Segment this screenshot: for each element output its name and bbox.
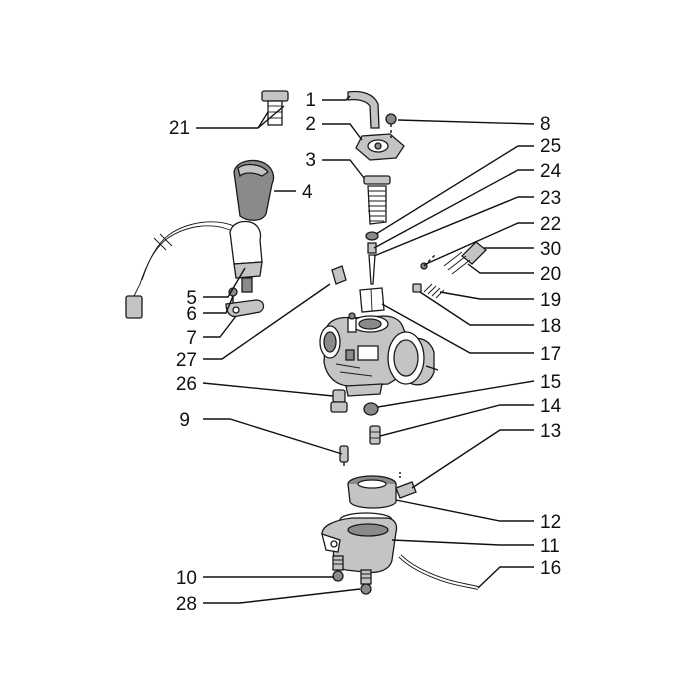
part-7-clamp bbox=[225, 299, 265, 318]
callout-6: 6 bbox=[186, 304, 197, 325]
part-13-pin bbox=[395, 481, 417, 499]
callout-20: 20 bbox=[540, 264, 561, 285]
callout-30: 30 bbox=[540, 239, 561, 260]
callout-17: 17 bbox=[540, 344, 561, 365]
callout-25: 25 bbox=[540, 136, 561, 157]
callout-22: 22 bbox=[540, 214, 561, 235]
callout-18: 18 bbox=[540, 316, 561, 337]
callout-27: 27 bbox=[176, 350, 197, 371]
part-28-screw bbox=[360, 569, 372, 595]
part-8-screw bbox=[385, 113, 397, 138]
part-9-jet bbox=[339, 445, 349, 466]
callout-14: 14 bbox=[540, 396, 562, 417]
part-10-screw bbox=[332, 555, 344, 582]
part-1-tube bbox=[347, 90, 380, 129]
part-23-needle bbox=[368, 254, 376, 285]
part-24-needle-holder bbox=[367, 242, 377, 254]
part-2-cap bbox=[355, 133, 405, 161]
callout-1: 1 bbox=[305, 90, 316, 111]
callout-8: 8 bbox=[540, 114, 551, 135]
leader-lines bbox=[196, 95, 535, 604]
part-21-bolt bbox=[261, 90, 289, 126]
part-27-clip bbox=[331, 265, 347, 285]
part-19-spring bbox=[412, 283, 445, 299]
callout-15: 15 bbox=[540, 372, 561, 393]
part-16-hose bbox=[398, 554, 479, 590]
carburetor-body bbox=[319, 312, 439, 397]
callout-16: 16 bbox=[540, 558, 561, 579]
callout-28: 28 bbox=[176, 594, 197, 615]
part-3-spring bbox=[363, 175, 391, 225]
part-25-clip bbox=[365, 231, 379, 241]
callout-4: 4 bbox=[302, 182, 313, 203]
callout-11: 11 bbox=[540, 536, 560, 557]
callout-labels: 1 2 3 4 5 6 7 8 9 10 11 12 13 14 15 16 1… bbox=[169, 90, 562, 615]
part-4-cap bbox=[233, 159, 275, 221]
callout-21: 21 bbox=[169, 118, 190, 139]
callout-19: 19 bbox=[540, 290, 561, 311]
part-12-float bbox=[347, 475, 397, 509]
callout-3: 3 bbox=[305, 150, 316, 171]
callout-10: 10 bbox=[176, 568, 197, 589]
callout-12: 12 bbox=[540, 512, 561, 533]
part-17-slide bbox=[359, 287, 385, 313]
callout-13: 13 bbox=[540, 421, 561, 442]
part-26-jet bbox=[330, 389, 348, 413]
part-5-choke bbox=[125, 220, 263, 319]
callout-23: 23 bbox=[540, 188, 561, 209]
callout-24: 24 bbox=[540, 161, 562, 182]
callout-26: 26 bbox=[176, 374, 197, 395]
callout-5: 5 bbox=[186, 288, 197, 309]
part-15-nut bbox=[363, 402, 379, 416]
callout-7: 7 bbox=[186, 328, 197, 349]
part-14-jet bbox=[369, 425, 381, 445]
callout-2: 2 bbox=[305, 114, 316, 135]
part-30-adjuster bbox=[443, 241, 487, 275]
callout-9: 9 bbox=[179, 410, 190, 431]
